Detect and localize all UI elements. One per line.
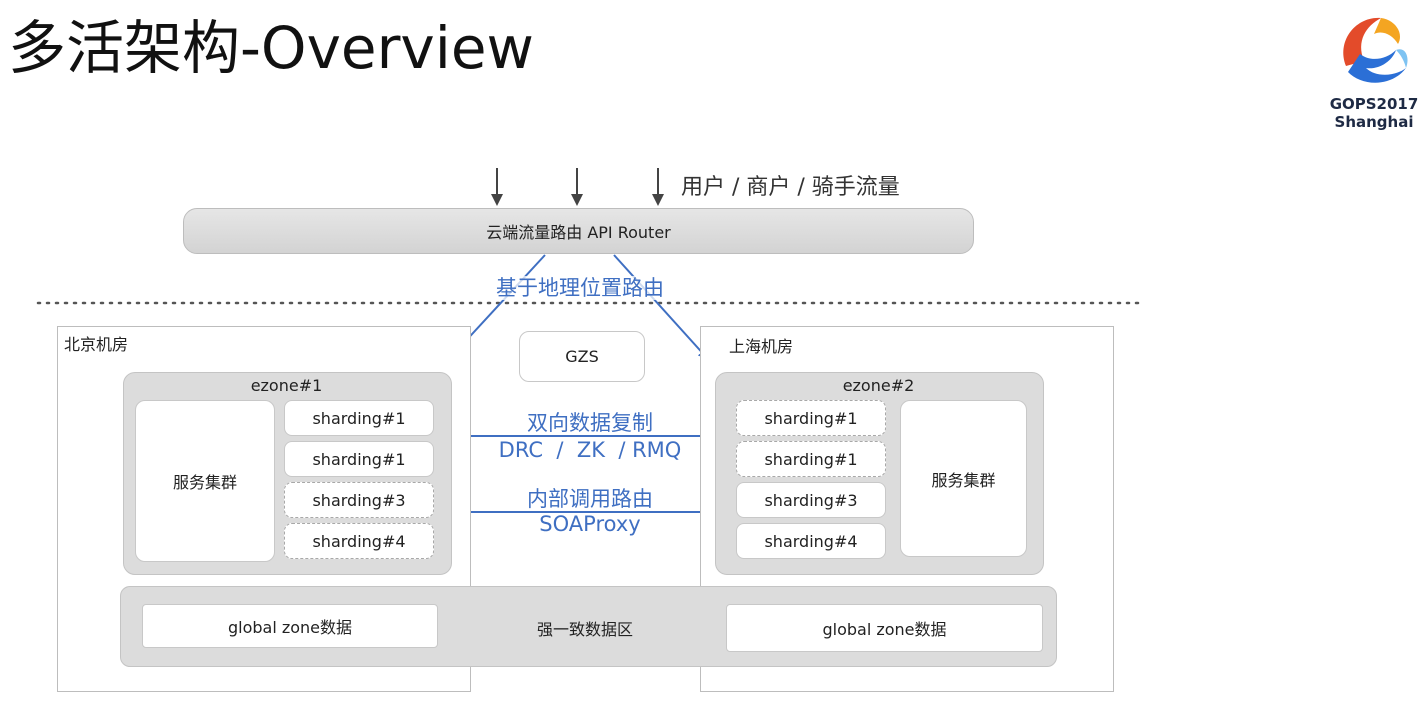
- shanghai-sharding-2: sharding#1: [736, 441, 886, 477]
- beijing-sharding-4: sharding#4: [284, 523, 434, 559]
- gops-swirl-logo-icon: [1332, 11, 1412, 91]
- logo-line2: Shanghai: [1334, 113, 1414, 131]
- sharding-label: sharding#4: [312, 531, 406, 551]
- global-zone-left-label: global zone数据: [227, 618, 353, 637]
- sharding-label: sharding#1: [312, 408, 406, 428]
- sharding-label: sharding#3: [312, 490, 406, 510]
- logo-line1: GOPS2017: [1329, 95, 1419, 113]
- global-zone-right-label: global zone数据: [822, 620, 947, 639]
- global-zone-left: global zone数据: [142, 604, 438, 648]
- geo-routing-label: 基于地理位置路由: [440, 272, 720, 302]
- sharding-label: sharding#1: [764, 408, 858, 428]
- shanghai-sharding-3: sharding#3: [736, 482, 886, 518]
- beijing-room-label: 北京机房: [64, 335, 129, 354]
- shanghai-service-cluster-label: 服务集群: [931, 470, 996, 490]
- shanghai-room-label: 上海机房: [729, 337, 794, 356]
- sharding-label: sharding#1: [764, 449, 858, 469]
- api-router: 云端流量路由 API Router: [183, 208, 974, 254]
- geo-arrow-shanghai: [613, 254, 709, 360]
- gzs-box: GZS: [519, 331, 645, 382]
- shanghai-service-cluster: 服务集群: [900, 400, 1027, 557]
- shanghai-sharding-4: sharding#4: [736, 523, 886, 559]
- geo-routing-text: 基于地理位置路由: [496, 276, 664, 300]
- beijing-sharding-2: sharding#1: [284, 441, 434, 477]
- beijing-sharding-1: sharding#1: [284, 400, 434, 436]
- strong-consistency-label: 强一致数据区: [536, 620, 633, 639]
- page-title: 多活架构-Overview: [8, 14, 534, 82]
- sharding-label: sharding#4: [764, 531, 858, 551]
- gzs-label: GZS: [565, 347, 599, 366]
- internal-call-tool-label: SOAProxy: [539, 512, 641, 536]
- traffic-label: 用户 / 商户 / 骑手流量: [681, 175, 900, 200]
- beijing-service-cluster: 服务集群: [135, 400, 275, 562]
- replication-label: 双向数据复制: [527, 411, 653, 435]
- ezone-1-label: ezone#1: [250, 376, 323, 395]
- beijing-sharding-3: sharding#3: [284, 482, 434, 518]
- shanghai-sharding-1: sharding#1: [736, 400, 886, 436]
- ezone-2-label: ezone#2: [842, 376, 915, 395]
- global-zone-right: global zone数据: [726, 604, 1043, 652]
- internal-call-label: 内部调用路由: [527, 487, 653, 511]
- replication-tools-label: DRC / ZK / RMQ: [498, 438, 682, 462]
- beijing-service-cluster-label: 服务集群: [172, 473, 237, 492]
- api-router-label: 云端流量路由 API Router: [486, 223, 671, 242]
- sharding-label: sharding#1: [312, 449, 406, 469]
- sharding-label: sharding#3: [764, 490, 858, 510]
- gops-logo: GOPS2017 Shanghai: [1326, 6, 1422, 131]
